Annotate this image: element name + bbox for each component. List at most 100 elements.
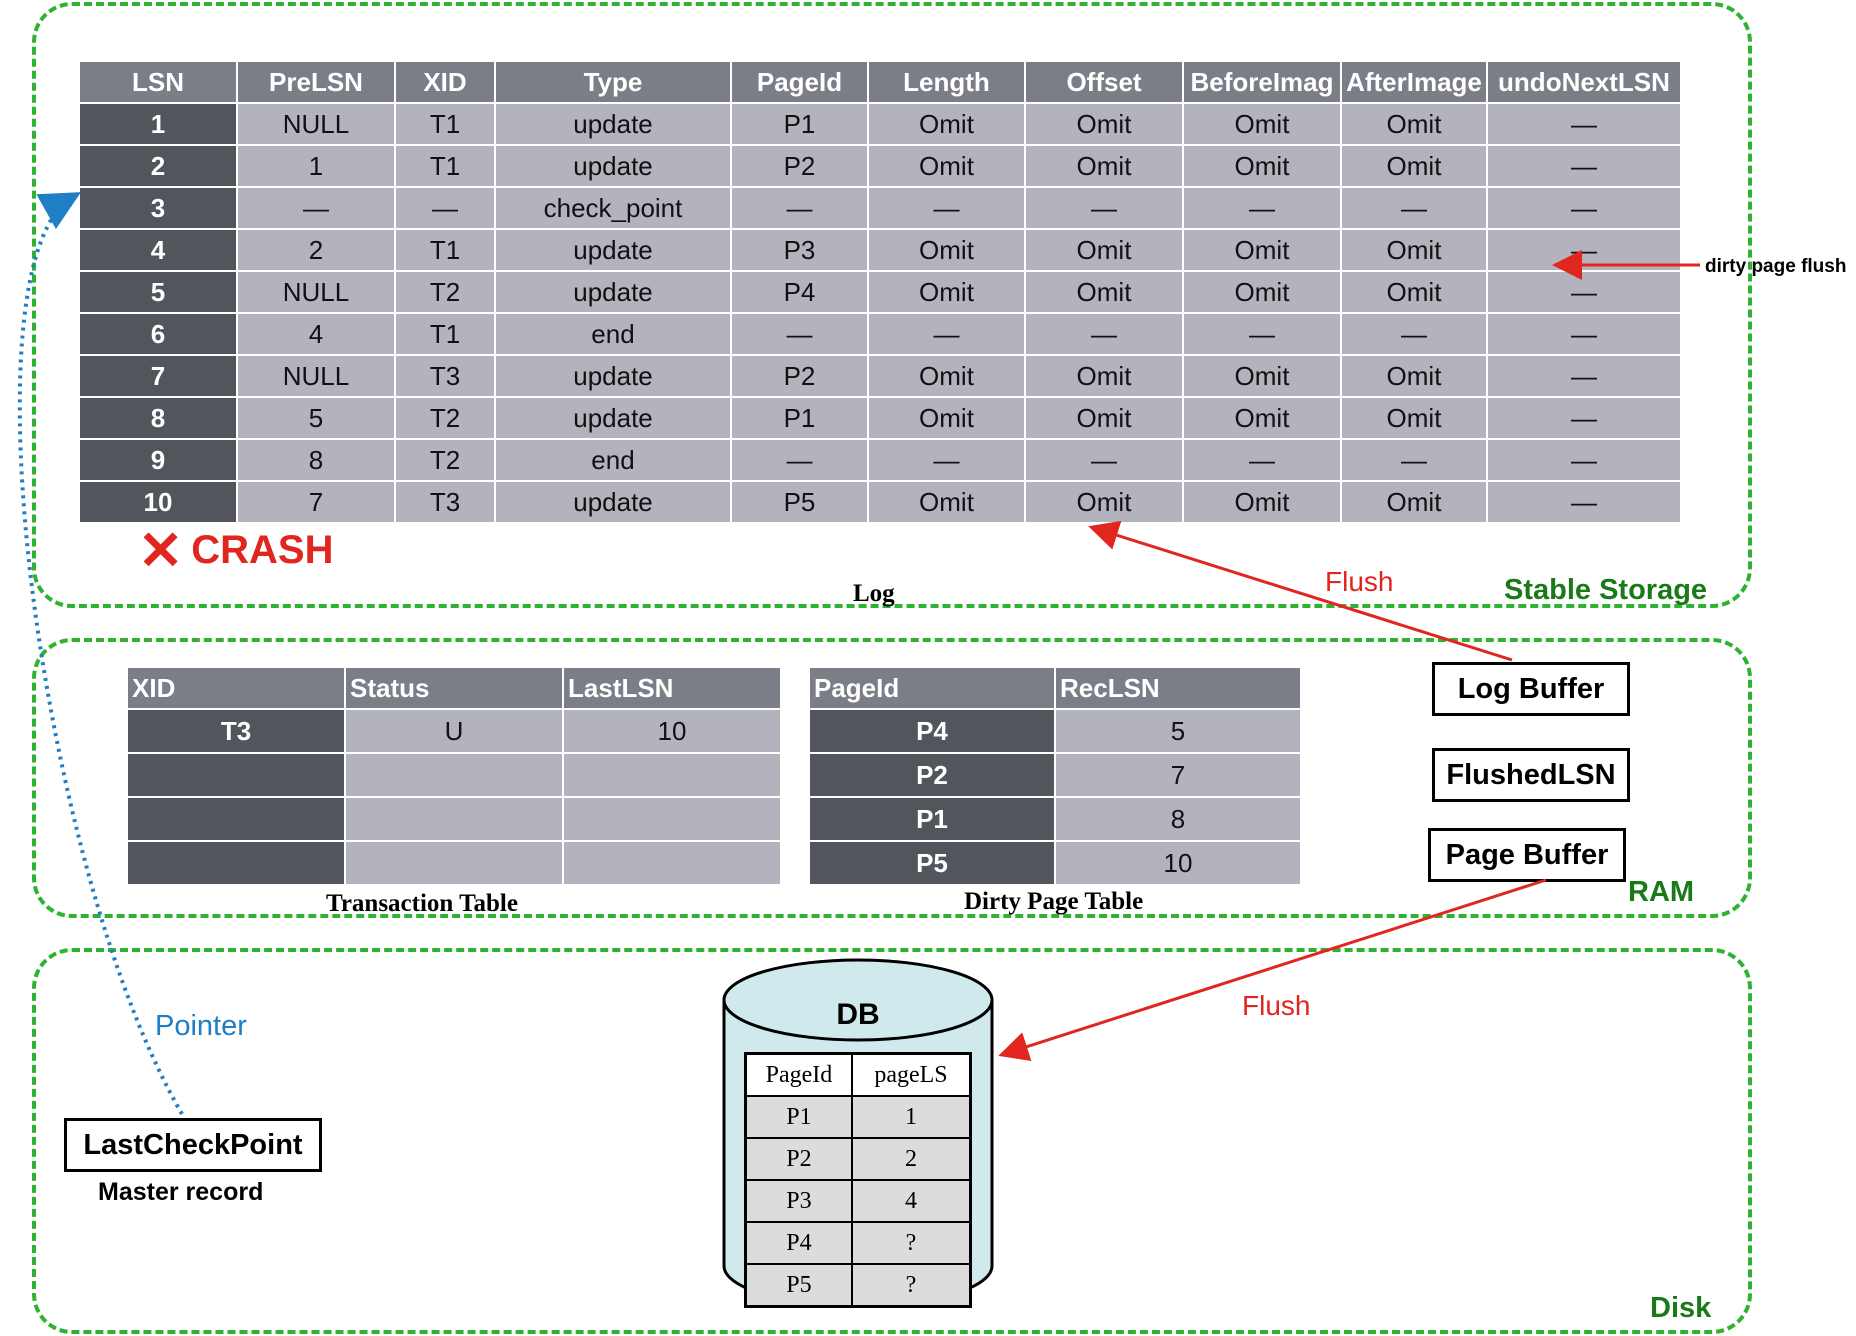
db-row: P4?: [744, 1221, 972, 1265]
log-cell: Omit: [1024, 354, 1184, 398]
log-cell: 6: [78, 312, 238, 356]
last-checkpoint-box: LastCheckPoint: [64, 1118, 322, 1172]
log-cell: Omit: [1024, 396, 1184, 440]
log-cell: 7: [236, 480, 396, 524]
log-cell: —: [1486, 354, 1682, 398]
ram-label: RAM: [1628, 876, 1695, 908]
log-cell: —: [1486, 312, 1682, 356]
txn-header-1: Status: [344, 666, 564, 710]
log-cell: update: [494, 102, 732, 146]
log-cell: Omit: [1340, 354, 1488, 398]
log-cell: T2: [394, 270, 496, 314]
txn-cell: U: [344, 708, 564, 754]
txn-cell: [344, 796, 564, 842]
db-cell: P4: [744, 1221, 853, 1265]
txn-header-2: LastLSN: [562, 666, 782, 710]
dpt-cell: P2: [808, 752, 1056, 798]
log-cell: 4: [236, 312, 396, 356]
log-header-6: Offset: [1024, 60, 1184, 104]
log-cell: update: [494, 228, 732, 272]
transaction-table-caption: Transaction Table: [326, 890, 518, 917]
dpt-cell: P4: [808, 708, 1056, 754]
dpt-cell: P1: [808, 796, 1056, 842]
master-record-caption: Master record: [98, 1178, 264, 1206]
pointer-label: Pointer: [155, 1010, 247, 1042]
log-cell: NULL: [236, 270, 396, 314]
log-cell: Omit: [1024, 228, 1184, 272]
txn-cell: [344, 840, 564, 886]
log-cell: —: [1182, 438, 1342, 482]
crash-label: CRASH: [191, 528, 334, 572]
log-cell: T2: [394, 438, 496, 482]
page-buffer-box: Page Buffer: [1428, 828, 1626, 882]
txn-row: [126, 752, 782, 798]
db-cell: ?: [850, 1263, 972, 1308]
log-cell: P4: [730, 270, 869, 314]
log-cell: —: [1486, 438, 1682, 482]
log-cell: NULL: [236, 102, 396, 146]
crash-marker: ✕ CRASH: [138, 524, 334, 578]
log-cell: —: [1340, 312, 1488, 356]
log-cell: —: [1486, 480, 1682, 524]
log-cell: 8: [78, 396, 238, 440]
log-cell: P2: [730, 354, 869, 398]
log-cell: Omit: [1340, 144, 1488, 188]
db-cell: P1: [744, 1095, 853, 1139]
log-cell: Omit: [1182, 102, 1342, 146]
dirty-page-table-caption: Dirty Page Table: [964, 888, 1144, 915]
log-cell: update: [494, 480, 732, 524]
log-buffer-box: Log Buffer: [1432, 662, 1630, 716]
log-cell: 9: [78, 438, 238, 482]
log-cell: —: [1486, 186, 1682, 230]
log-cell: 10: [78, 480, 238, 524]
log-cell: —: [1340, 186, 1488, 230]
log-cell: Omit: [1340, 270, 1488, 314]
dpt-header-1: RecLSN: [1054, 666, 1302, 710]
db-cell: 4: [850, 1179, 972, 1223]
disk-label: Disk: [1650, 1292, 1712, 1324]
txn-cell: [562, 840, 782, 886]
log-cell: —: [1024, 438, 1184, 482]
log-cell: T1: [394, 228, 496, 272]
log-cell: check_point: [494, 186, 732, 230]
log-header-5: Length: [867, 60, 1026, 104]
txn-cell: [562, 752, 782, 798]
dpt-cell: 8: [1054, 796, 1302, 842]
txn-cell: [126, 752, 346, 798]
log-cell: Omit: [867, 354, 1026, 398]
log-cell: —: [1486, 102, 1682, 146]
log-cell: —: [1024, 186, 1184, 230]
db-header-1: pageLS: [850, 1052, 972, 1097]
log-cell: Omit: [867, 102, 1026, 146]
dpt-cell: 7: [1054, 752, 1302, 798]
log-header-4: PageId: [730, 60, 869, 104]
log-cell: T3: [394, 480, 496, 524]
log-cell: Omit: [1182, 228, 1342, 272]
log-cell: Omit: [1182, 480, 1342, 524]
log-cell: update: [494, 354, 732, 398]
log-cell: P3: [730, 228, 869, 272]
txn-row: [126, 796, 782, 842]
txn-row: [126, 840, 782, 886]
log-header-3: Type: [494, 60, 732, 104]
log-cell: update: [494, 270, 732, 314]
db-cell: 1: [850, 1095, 972, 1139]
log-cell: Omit: [867, 396, 1026, 440]
log-cell: Omit: [1340, 102, 1488, 146]
log-cell: end: [494, 312, 732, 356]
log-cell: update: [494, 396, 732, 440]
log-cell: —: [730, 186, 869, 230]
log-cell: P5: [730, 480, 869, 524]
